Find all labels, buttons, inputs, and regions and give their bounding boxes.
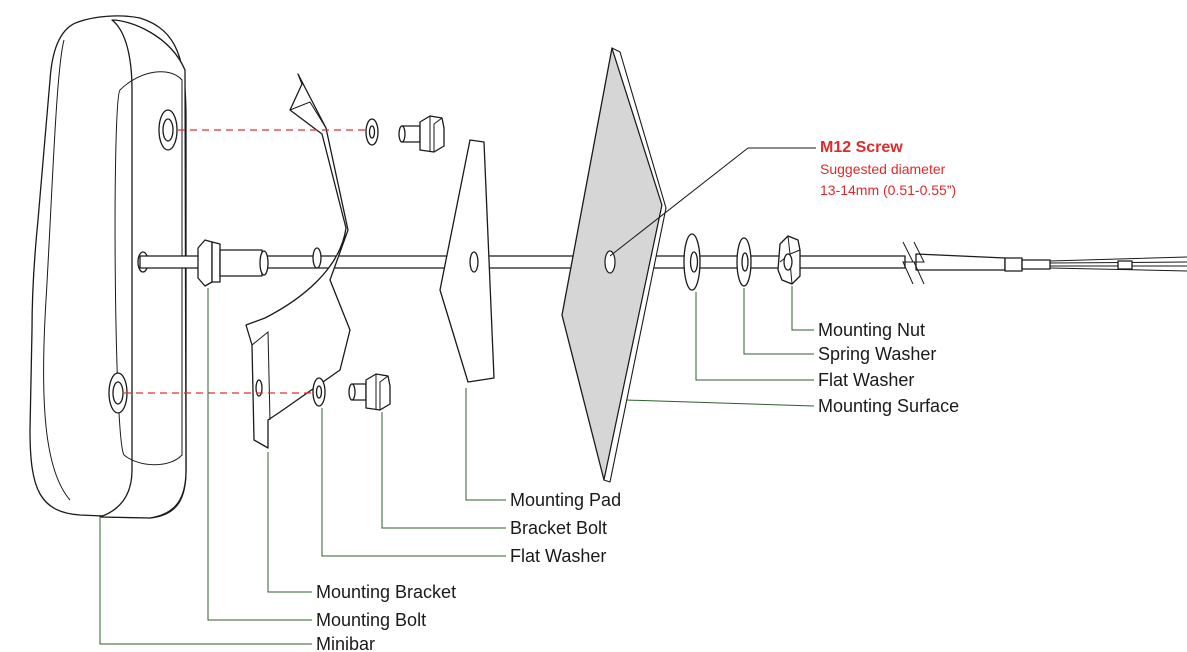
label-mounting-bracket: Mounting Bracket	[316, 582, 456, 602]
mounting-bolt	[197, 239, 269, 287]
callout-line-2: 13-14mm (0.51-0.55”)	[820, 182, 956, 198]
alignment-lines	[124, 129, 368, 394]
label-mounting-surface: Mounting Surface	[818, 396, 959, 416]
label-mounting-bolt: Mounting Bolt	[316, 610, 426, 630]
label-mounting-nut: Mounting Nut	[818, 320, 925, 340]
upper-washer-bolt	[365, 115, 445, 153]
label-flat-washer-right: Flat Washer	[818, 370, 914, 390]
leader-lines	[99, 286, 815, 645]
right-flat-washer	[683, 233, 701, 291]
right-mounting-nut	[777, 235, 801, 285]
part-labels: Mounting Nut Spring Washer Flat Washer M…	[316, 320, 959, 652]
label-spring-washer: Spring Washer	[818, 344, 936, 364]
threaded-rod	[139, 241, 1187, 285]
label-mounting-pad: Mounting Pad	[510, 490, 621, 510]
callout-line-1: Suggested diameter	[820, 161, 946, 177]
mounting-surface-panel	[561, 47, 667, 483]
callout-title: M12 Screw	[820, 139, 903, 156]
lower-washer-bolt	[312, 373, 391, 411]
label-minibar: Minibar	[316, 634, 375, 652]
label-bracket-bolt: Bracket Bolt	[510, 518, 607, 538]
m12-screw-callout: M12 Screw Suggested diameter 13-14mm (0.…	[609, 139, 956, 257]
label-flat-washer-left: Flat Washer	[510, 546, 606, 566]
mounting-pad	[439, 139, 495, 383]
right-spring-washer	[736, 237, 752, 287]
mounting-bracket	[245, 73, 351, 449]
